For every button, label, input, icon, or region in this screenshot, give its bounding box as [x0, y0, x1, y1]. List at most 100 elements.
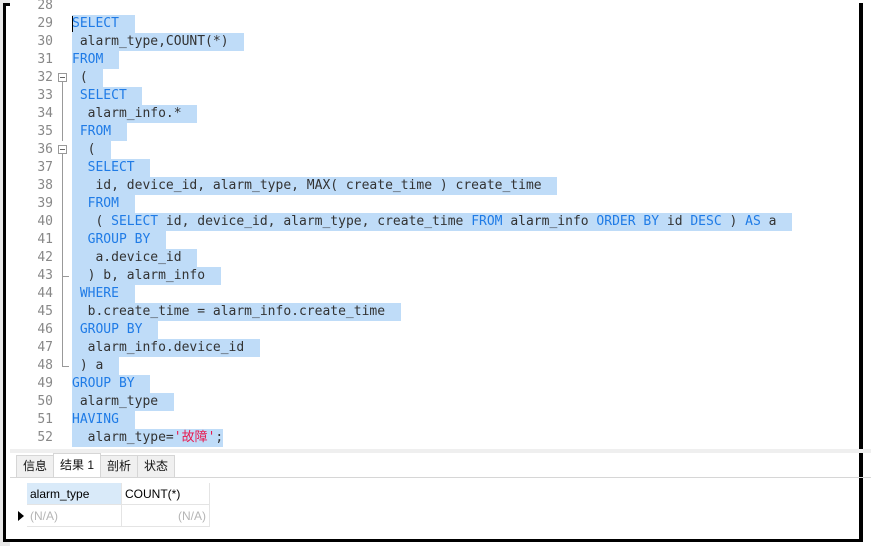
- code-line[interactable]: 47 alarm_info.device_id: [10, 339, 859, 357]
- fold-collapse-icon[interactable]: [58, 145, 67, 154]
- selected-code-text: GROUP BY: [72, 321, 159, 339]
- line-number: 51: [37, 412, 53, 427]
- line-number: 41: [37, 232, 53, 247]
- code-line[interactable]: 44 WHERE: [10, 285, 859, 303]
- line-number: 38: [37, 178, 53, 193]
- tab-profile[interactable]: 剖析: [100, 455, 139, 477]
- code-line[interactable]: 30 alarm_type,COUNT(*): [10, 33, 859, 51]
- sql-text: [119, 196, 135, 211]
- pane-splitter[interactable]: [10, 449, 871, 453]
- code-line[interactable]: 42 a.device_id: [10, 249, 859, 267]
- line-number: 52: [37, 430, 53, 445]
- selected-code-text: alarm_type,COUNT(*): [72, 33, 245, 51]
- code-line[interactable]: 33 SELECT: [10, 87, 859, 105]
- fold-guide: [62, 154, 63, 159]
- code-line[interactable]: 43 ) b, alarm_info: [10, 267, 859, 285]
- sql-text: [127, 88, 143, 103]
- selected-code-text: WHERE: [72, 285, 135, 303]
- line-number: 34: [37, 106, 53, 121]
- sql-text: alarm_info.*: [72, 106, 198, 121]
- result-grid: alarm_type COUNT(*) (N/A) (N/A): [15, 483, 210, 527]
- sql-keyword: SELECT: [72, 16, 119, 31]
- selected-code-text: ( SELECT id, device_id, alarm_type, crea…: [72, 213, 793, 231]
- cell-alarm-type[interactable]: (N/A): [27, 505, 122, 527]
- fold-guide: [62, 195, 63, 213]
- code-line[interactable]: 41 GROUP BY: [10, 231, 859, 249]
- selected-code-text: alarm_info.*: [72, 105, 198, 123]
- column-header-count[interactable]: COUNT(*): [122, 483, 210, 505]
- sql-keyword: SELECT: [111, 214, 159, 229]
- sql-text: [72, 196, 88, 211]
- code-line[interactable]: 38 id, device_id, alarm_type, MAX( creat…: [10, 177, 859, 195]
- fold-collapse-icon[interactable]: [58, 73, 67, 82]
- sql-keyword: AS: [745, 214, 761, 229]
- cell-count[interactable]: (N/A): [122, 505, 210, 527]
- sql-text: id, device_id, alarm_type, MAX( create_t…: [72, 178, 558, 193]
- fold-end-guide: [62, 267, 69, 277]
- sql-keyword: FROM: [471, 214, 503, 229]
- sql-text: alarm_type,COUNT(*): [72, 34, 245, 49]
- line-number: 37: [37, 160, 53, 175]
- sql-text: alarm_type: [72, 394, 174, 409]
- text-cursor: [72, 16, 73, 32]
- sql-keyword: ORDER BY: [596, 214, 660, 229]
- sql-keyword: FROM: [87, 196, 119, 211]
- sql-keyword: WHERE: [79, 286, 119, 301]
- line-number: 48: [37, 358, 53, 373]
- code-line[interactable]: 39 FROM: [10, 195, 859, 213]
- selected-code-text: alarm_type='故障';: [72, 429, 224, 447]
- sql-text: alarm_info: [502, 214, 597, 229]
- sql-keyword: FROM: [72, 52, 104, 67]
- code-line[interactable]: 46 GROUP BY: [10, 321, 859, 339]
- line-number: 47: [37, 340, 53, 355]
- selected-code-text: b.create_time = alarm_info.create_time: [72, 303, 401, 321]
- sql-keyword: SELECT: [87, 160, 135, 175]
- selected-code-text: ) b, alarm_info: [72, 267, 221, 285]
- code-line[interactable]: 36 (: [10, 141, 859, 159]
- code-line[interactable]: 48 ) a: [10, 357, 859, 375]
- tab-status[interactable]: 状态: [137, 455, 176, 477]
- sql-text: [135, 160, 151, 175]
- sql-text: (: [72, 70, 104, 85]
- fold-guide: [62, 87, 63, 105]
- sql-text: a.device_id: [72, 250, 198, 265]
- code-line[interactable]: 37 SELECT: [10, 159, 859, 177]
- code-line[interactable]: 50 alarm_type: [10, 393, 859, 411]
- sql-text: [72, 88, 80, 103]
- column-header-alarm-type[interactable]: alarm_type: [27, 483, 122, 505]
- code-line[interactable]: 35 FROM: [10, 123, 859, 141]
- selected-code-text: HAVING: [72, 411, 135, 429]
- selected-code-text: SELECT: [72, 159, 151, 177]
- tab-info[interactable]: 信息: [16, 455, 55, 477]
- table-row[interactable]: (N/A) (N/A): [15, 505, 210, 527]
- sql-text: (: [72, 142, 112, 157]
- sql-keyword: SELECT: [79, 88, 127, 103]
- selected-code-text: ) a: [72, 357, 119, 375]
- tab-result-1[interactable]: 结果 1: [53, 453, 102, 477]
- selected-code-text: FROM: [72, 195, 135, 213]
- code-line[interactable]: 28: [10, 0, 859, 15]
- code-line[interactable]: 32 (: [10, 69, 859, 87]
- sql-text: ) b, alarm_info: [72, 268, 221, 283]
- sql-text: [111, 124, 127, 139]
- line-number: 44: [37, 286, 53, 301]
- sql-text: id, device_id, alarm_type, create_time: [158, 214, 472, 229]
- line-number: 36: [37, 142, 53, 157]
- sql-text: (: [72, 214, 112, 229]
- code-line[interactable]: 51 HAVING: [10, 411, 859, 429]
- fold-guide: [62, 231, 63, 249]
- code-line[interactable]: 40 ( SELECT id, device_id, alarm_type, c…: [10, 213, 859, 231]
- code-line[interactable]: 45 b.create_time = alarm_info.create_tim…: [10, 303, 859, 321]
- grid-header-row: alarm_type COUNT(*): [15, 483, 210, 505]
- code-line[interactable]: 52 alarm_type='故障';: [10, 429, 859, 447]
- line-number: 30: [37, 34, 53, 49]
- current-row-arrow-icon: [18, 511, 24, 521]
- code-line[interactable]: 34 alarm_info.*: [10, 105, 859, 123]
- sql-keyword: GROUP BY: [72, 376, 135, 391]
- line-number: 28: [37, 0, 53, 13]
